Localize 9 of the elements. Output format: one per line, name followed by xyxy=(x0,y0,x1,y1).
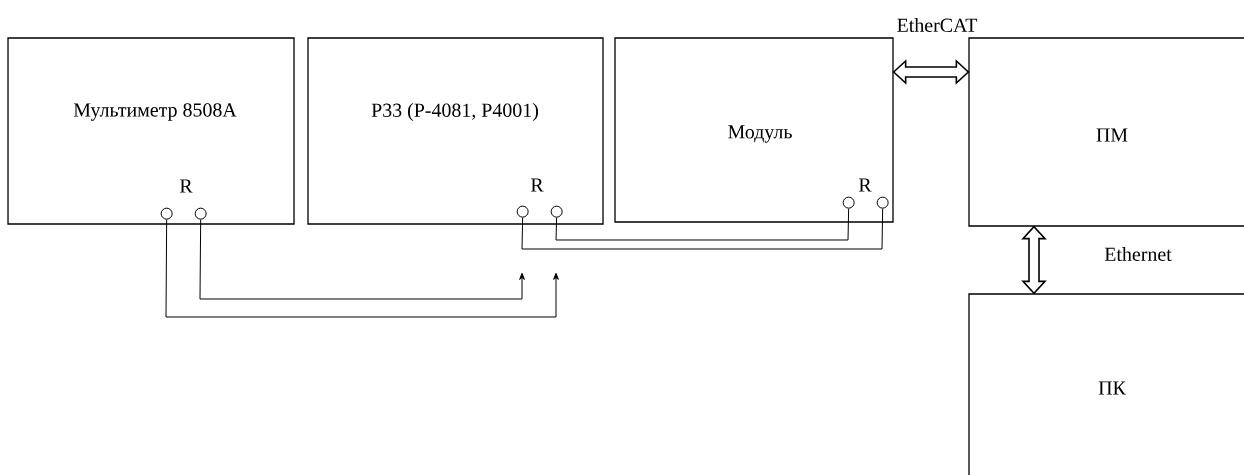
connector-arrow xyxy=(1021,225,1047,295)
connector-arrow xyxy=(165,219,559,318)
device-box: ПК xyxy=(968,293,1244,475)
device-box: Модуль R xyxy=(614,37,894,223)
device-box: Мультиметр 8508A R xyxy=(7,37,295,225)
device-box: ПМ xyxy=(968,37,1244,227)
device-box: Р33 (Р-4081, Р4001) R xyxy=(307,37,604,225)
connector-arrow xyxy=(199,219,525,300)
connector-arrow xyxy=(892,59,970,85)
